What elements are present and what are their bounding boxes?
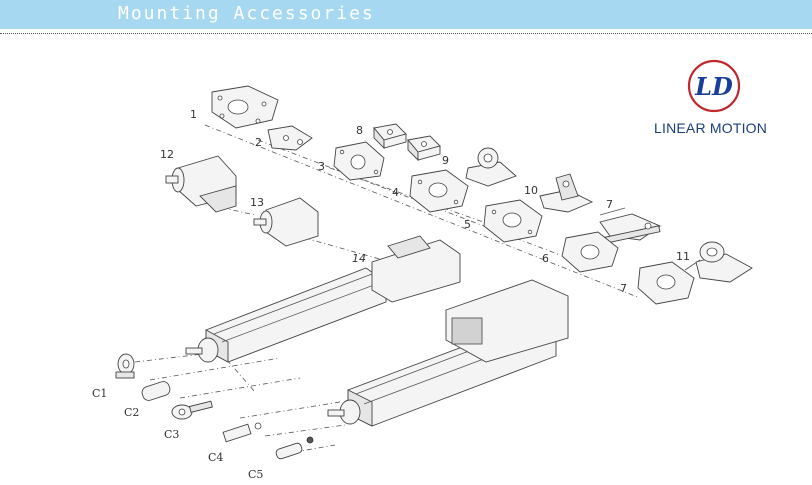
label-c4: C4 [208, 451, 223, 464]
part-8-flange [333, 141, 385, 181]
part-10-clevis [539, 173, 594, 213]
page-title: Mounting Accessories [118, 3, 375, 24]
lower-actuator [327, 279, 569, 427]
brand-logo: LD [687, 59, 741, 113]
part-7-lower-flange [637, 261, 695, 305]
dotted-divider [0, 33, 812, 34]
label-c5: C5 [248, 468, 263, 481]
connector-c2 [141, 381, 171, 401]
label-7-lower: 7 [620, 282, 627, 295]
part-14-actuator [185, 235, 461, 363]
label-c2: C2 [124, 406, 139, 419]
logo-letters: LD [694, 72, 733, 101]
label-c3: C3 [164, 428, 179, 441]
label-3: 3 [318, 160, 325, 173]
part-11-trunnion [695, 241, 753, 283]
label-9: 9 [442, 154, 449, 167]
label-12: 12 [160, 148, 174, 161]
part-2-plate [267, 125, 313, 151]
part-1-front-flange [211, 85, 279, 129]
label-7-upper: 7 [606, 198, 613, 211]
label-6: 6 [542, 252, 549, 265]
label-2: 2 [255, 136, 262, 149]
part-5-flange [483, 199, 543, 243]
part-9-pillow-block [465, 147, 517, 187]
label-11: 11 [676, 250, 690, 263]
label-1: 1 [190, 108, 197, 121]
part-4-flange [409, 169, 469, 213]
connector-c3 [171, 400, 213, 420]
label-5: 5 [464, 218, 471, 231]
label-8: 8 [356, 124, 363, 137]
clamp-blocks [373, 123, 441, 162]
part-7-clevis-pin [599, 213, 661, 244]
label-13: 13 [250, 196, 264, 209]
part-12-gearbox [165, 155, 237, 213]
label-c1: C1 [92, 387, 107, 400]
connector-c1 [115, 353, 135, 379]
part-6-flange [561, 231, 619, 273]
connector-c4 [222, 422, 262, 443]
label-14: 14 [352, 252, 366, 265]
part-13-gearbox [253, 197, 319, 247]
header-banner: Mounting Accessories [0, 0, 812, 29]
label-10: 10 [524, 184, 538, 197]
connector-c5 [275, 436, 314, 460]
motor-fins [451, 317, 483, 345]
label-4: 4 [392, 186, 399, 199]
part-labels: 1 2 3 4 5 6 7 7 8 9 10 11 12 13 14 C1 C2… [92, 108, 690, 481]
brand-name: LINEAR MOTION [654, 120, 768, 136]
